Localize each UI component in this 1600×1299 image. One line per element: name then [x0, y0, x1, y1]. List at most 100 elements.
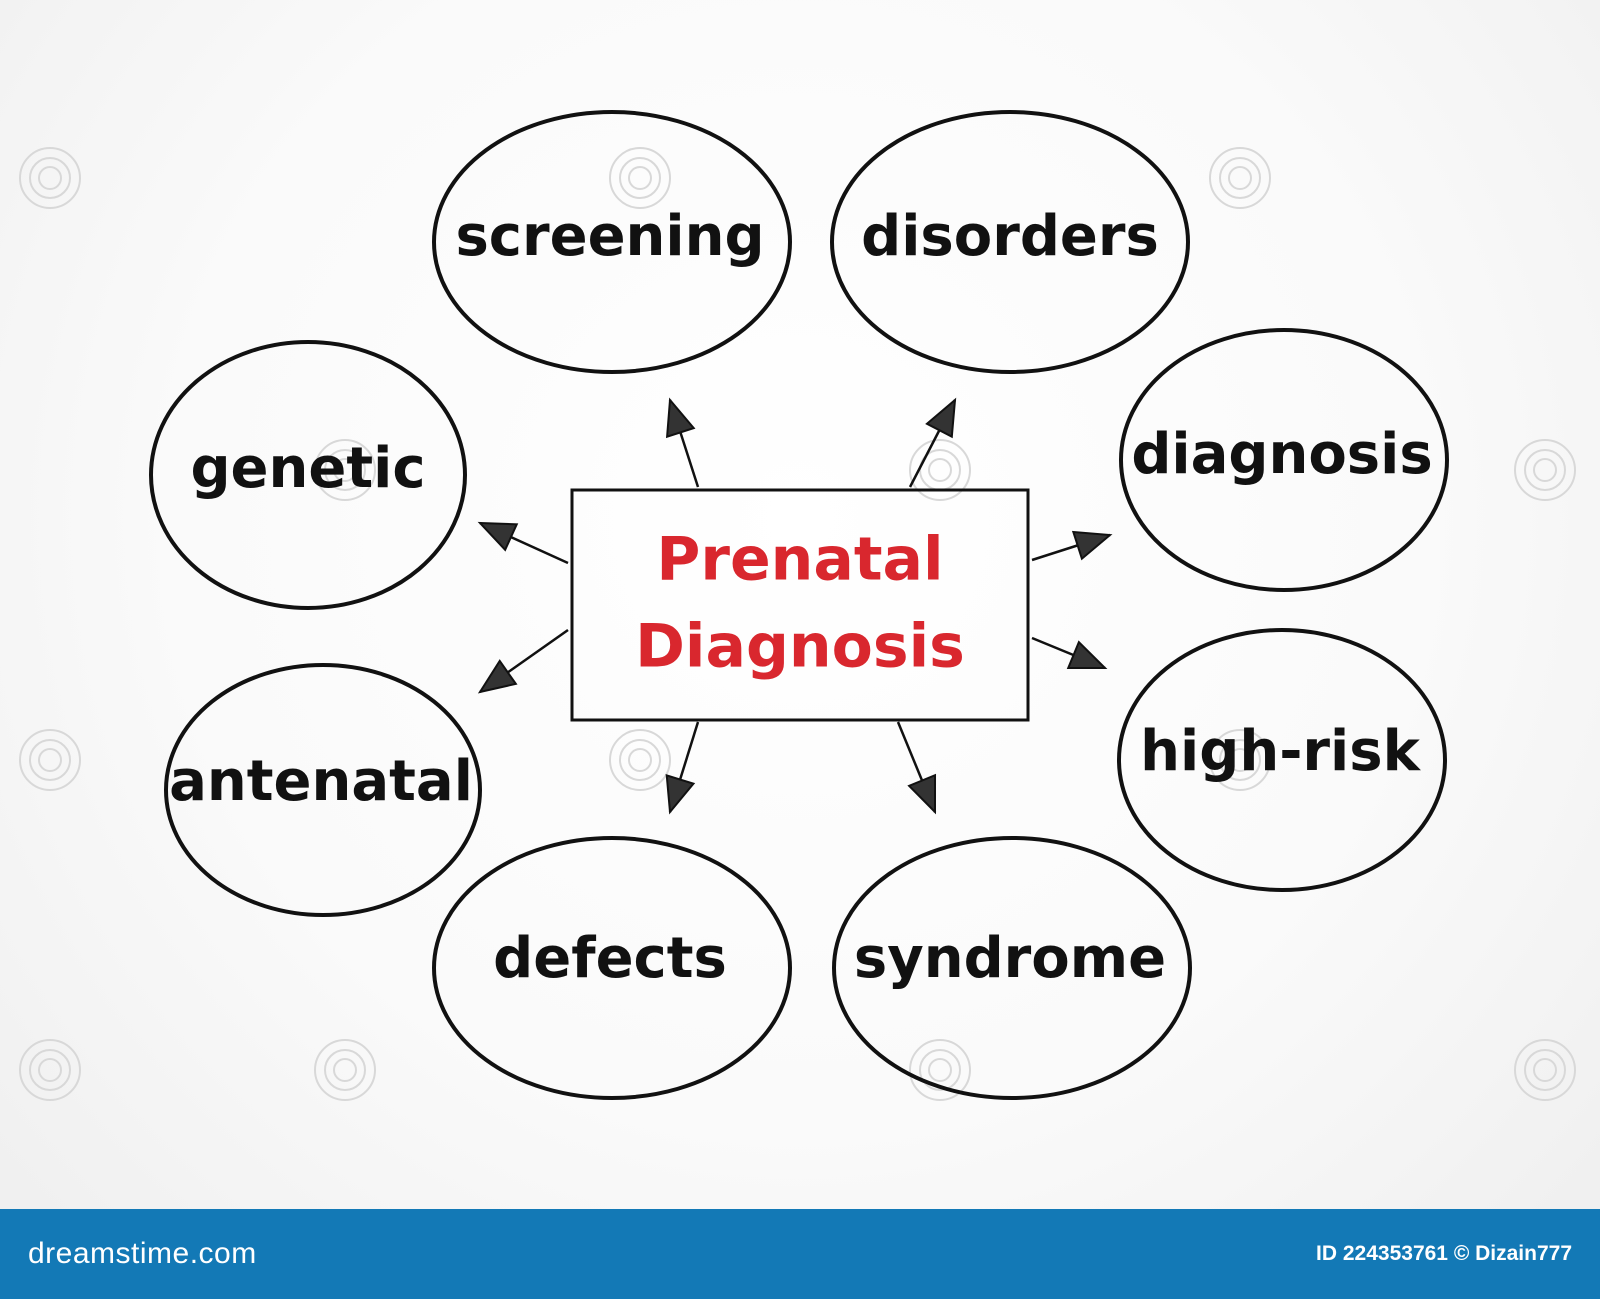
- center-title-line2: Diagnosis: [635, 612, 965, 682]
- watermark-icon: [314, 1039, 376, 1101]
- watermark-icon: [609, 147, 671, 209]
- arrow-head: [477, 521, 519, 552]
- footer-credit: ID 224353761 © Dizain777: [1316, 1242, 1572, 1265]
- watermark-ring: [1219, 157, 1261, 199]
- node-genetic: genetic: [149, 340, 467, 610]
- watermark-icon: [1209, 147, 1271, 209]
- watermark-layer: [19, 147, 1576, 1101]
- node-syndrome-label: syndrome: [854, 926, 1166, 991]
- node-defects-ellipse: [432, 836, 792, 1100]
- node-antenatal-label: antenatal: [169, 749, 473, 814]
- watermark-ring: [314, 1039, 376, 1101]
- watermark-icon: [19, 147, 81, 209]
- node-screening-ellipse: [432, 110, 792, 374]
- watermark-ring: [909, 1039, 971, 1101]
- node-high-risk-ellipse: [1117, 628, 1447, 892]
- footer-logo[interactable]: dreamstime.com: [28, 1237, 257, 1270]
- node-diagnosis: diagnosis: [1119, 328, 1449, 592]
- node-screening: screening: [432, 110, 792, 374]
- watermark-ring: [333, 458, 357, 482]
- watermark-ring: [928, 458, 952, 482]
- watermark-icon: [19, 729, 81, 791]
- node-antenatal-ellipse: [164, 663, 482, 917]
- node-screening-label: screening: [455, 204, 764, 269]
- watermark-ring: [19, 1039, 81, 1101]
- watermark-ring: [628, 748, 652, 772]
- watermark-ring: [1524, 1049, 1566, 1091]
- node-defects-label: defects: [493, 926, 727, 991]
- watermark-ring: [1219, 739, 1261, 781]
- watermark-ring: [19, 729, 81, 791]
- watermark-ring: [324, 449, 366, 491]
- connector-arrows: [477, 397, 1113, 815]
- arrow-to-disorders: [908, 397, 957, 488]
- watermark-ring: [1228, 748, 1252, 772]
- watermark-ring: [29, 739, 71, 781]
- watermark-icon: [19, 1039, 81, 1101]
- node-defects: defects: [432, 836, 792, 1100]
- center-title-line1: Prenatal: [656, 525, 943, 595]
- watermark-icon: [609, 729, 671, 791]
- watermark-ring: [609, 729, 671, 791]
- arrow-head: [1066, 640, 1108, 670]
- watermark-ring: [609, 147, 671, 209]
- arrow-head: [665, 397, 696, 439]
- node-disorders-label: disorders: [861, 204, 1159, 269]
- arrow-to-genetic: [477, 521, 569, 565]
- watermark-ring: [333, 1058, 357, 1082]
- node-diagnosis-label: diagnosis: [1131, 422, 1432, 487]
- watermark-ring: [1524, 449, 1566, 491]
- node-genetic-ellipse: [149, 340, 467, 610]
- footer-bar: dreamstime.com ID 224353761 © Dizain777: [0, 1209, 1600, 1299]
- arrow-head: [665, 773, 696, 815]
- watermark-icon: [1514, 439, 1576, 501]
- center-topic: Prenatal Diagnosis: [570, 488, 1030, 722]
- node-syndrome-ellipse: [832, 836, 1192, 1100]
- arrow-head: [925, 397, 957, 439]
- watermark-ring: [1209, 729, 1271, 791]
- arrow-to-screening: [665, 397, 700, 488]
- watermark-ring: [19, 147, 81, 209]
- watermark-ring: [619, 739, 661, 781]
- node-high-risk: high-risk: [1117, 628, 1447, 892]
- watermark-icon: [909, 1039, 971, 1101]
- arrow-to-defects: [665, 721, 700, 815]
- node-diagnosis-ellipse: [1119, 328, 1449, 592]
- arrow-to-syndrome: [896, 721, 937, 815]
- arrow-head: [907, 773, 937, 815]
- node-high-risk-label: high-risk: [1140, 719, 1421, 784]
- watermark-ring: [1533, 458, 1557, 482]
- watermark-icon: [1209, 729, 1271, 791]
- arrow-head: [1071, 530, 1113, 561]
- node-genetic-label: genetic: [190, 436, 425, 501]
- arrow-to-high-risk: [1031, 636, 1108, 670]
- watermark-ring: [928, 1058, 952, 1082]
- watermark-icon: [1514, 1039, 1576, 1101]
- watermark-ring: [919, 1049, 961, 1091]
- arrow-to-diagnosis: [1031, 530, 1113, 562]
- watermark-icon: [314, 439, 376, 501]
- mind-map: Prenatal Diagnosis screening disorders d…: [19, 110, 1576, 1101]
- node-antenatal: antenatal: [164, 663, 482, 917]
- watermark-ring: [38, 1058, 62, 1082]
- watermark-ring: [38, 166, 62, 190]
- center-box: [570, 488, 1030, 722]
- watermark-ring: [628, 166, 652, 190]
- watermark-ring: [324, 1049, 366, 1091]
- node-syndrome: syndrome: [832, 836, 1192, 1100]
- watermark-ring: [1514, 1039, 1576, 1101]
- node-disorders: disorders: [830, 110, 1190, 374]
- watermark-ring: [909, 439, 971, 501]
- watermark-ring: [1533, 1058, 1557, 1082]
- watermark-ring: [1228, 166, 1252, 190]
- watermark-ring: [619, 157, 661, 199]
- watermark-ring: [1514, 439, 1576, 501]
- watermark-ring: [1209, 147, 1271, 209]
- node-disorders-ellipse: [830, 110, 1190, 374]
- watermark-ring: [314, 439, 376, 501]
- arrow-to-antenatal: [477, 628, 569, 694]
- watermark-ring: [38, 748, 62, 772]
- watermark-ring: [29, 157, 71, 199]
- watermark-ring: [29, 1049, 71, 1091]
- arrow-head: [477, 659, 518, 694]
